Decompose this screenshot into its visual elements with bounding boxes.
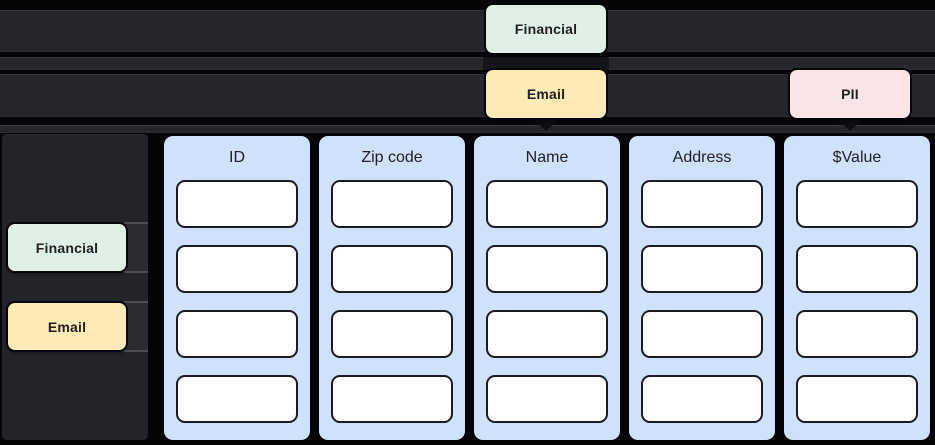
column-header: ID [229, 149, 245, 166]
arrow-down-icon [530, 117, 562, 131]
tag-slot-stub [124, 222, 148, 273]
tag-label: PII [841, 86, 859, 102]
table-cell [331, 375, 453, 423]
table-column-id: ID [164, 136, 310, 440]
data-table: ID Zip code Name Address $Value [164, 136, 930, 440]
tag-lane-1 [0, 10, 935, 52]
table-cell [486, 310, 608, 358]
table-cell [641, 310, 763, 358]
tag-lane-4 [0, 125, 935, 133]
table-cell [176, 310, 298, 358]
table-cell [331, 310, 453, 358]
tag-slot-stub [124, 301, 148, 352]
table-column-name: Name [474, 136, 620, 440]
tag-label: Email [47, 318, 87, 335]
table-cell [176, 180, 298, 228]
tag-side-panel: Financial Email [2, 134, 148, 440]
lane-slot-gap [483, 57, 609, 70]
table-column-address: Address [629, 136, 775, 440]
table-cell [486, 375, 608, 423]
table-cell [486, 245, 608, 293]
column-header: Name [525, 149, 569, 166]
table-cell [641, 245, 763, 293]
table-cell [331, 180, 453, 228]
tag-financial-side[interactable]: Financial [8, 224, 126, 271]
table-column-zip-code: Zip code [319, 136, 465, 440]
tag-email-top[interactable]: Email [486, 70, 606, 118]
table-cell [796, 180, 918, 228]
tag-email-side[interactable]: Email [8, 303, 126, 350]
table-cell [796, 375, 918, 423]
table-cell [796, 310, 918, 358]
table-cell [641, 375, 763, 423]
table-cell [331, 245, 453, 293]
tag-lane-2 [0, 57, 935, 70]
table-cell [176, 375, 298, 423]
tag-lane-3 [0, 74, 935, 117]
column-header: Zip code [361, 149, 423, 166]
tag-financial-top[interactable]: Financial [486, 5, 606, 53]
table-column-value: $Value [784, 136, 930, 440]
column-header: Address [672, 149, 732, 166]
table-cell [641, 180, 763, 228]
table-cell [176, 245, 298, 293]
arrow-down-icon [834, 117, 866, 131]
tag-label: Financial [514, 21, 578, 37]
tag-label: Financial [35, 239, 99, 256]
column-header: $Value [832, 149, 882, 166]
table-cell [796, 245, 918, 293]
tag-label: Email [526, 86, 566, 102]
tag-pii-top[interactable]: PII [790, 70, 910, 118]
table-cell [486, 180, 608, 228]
